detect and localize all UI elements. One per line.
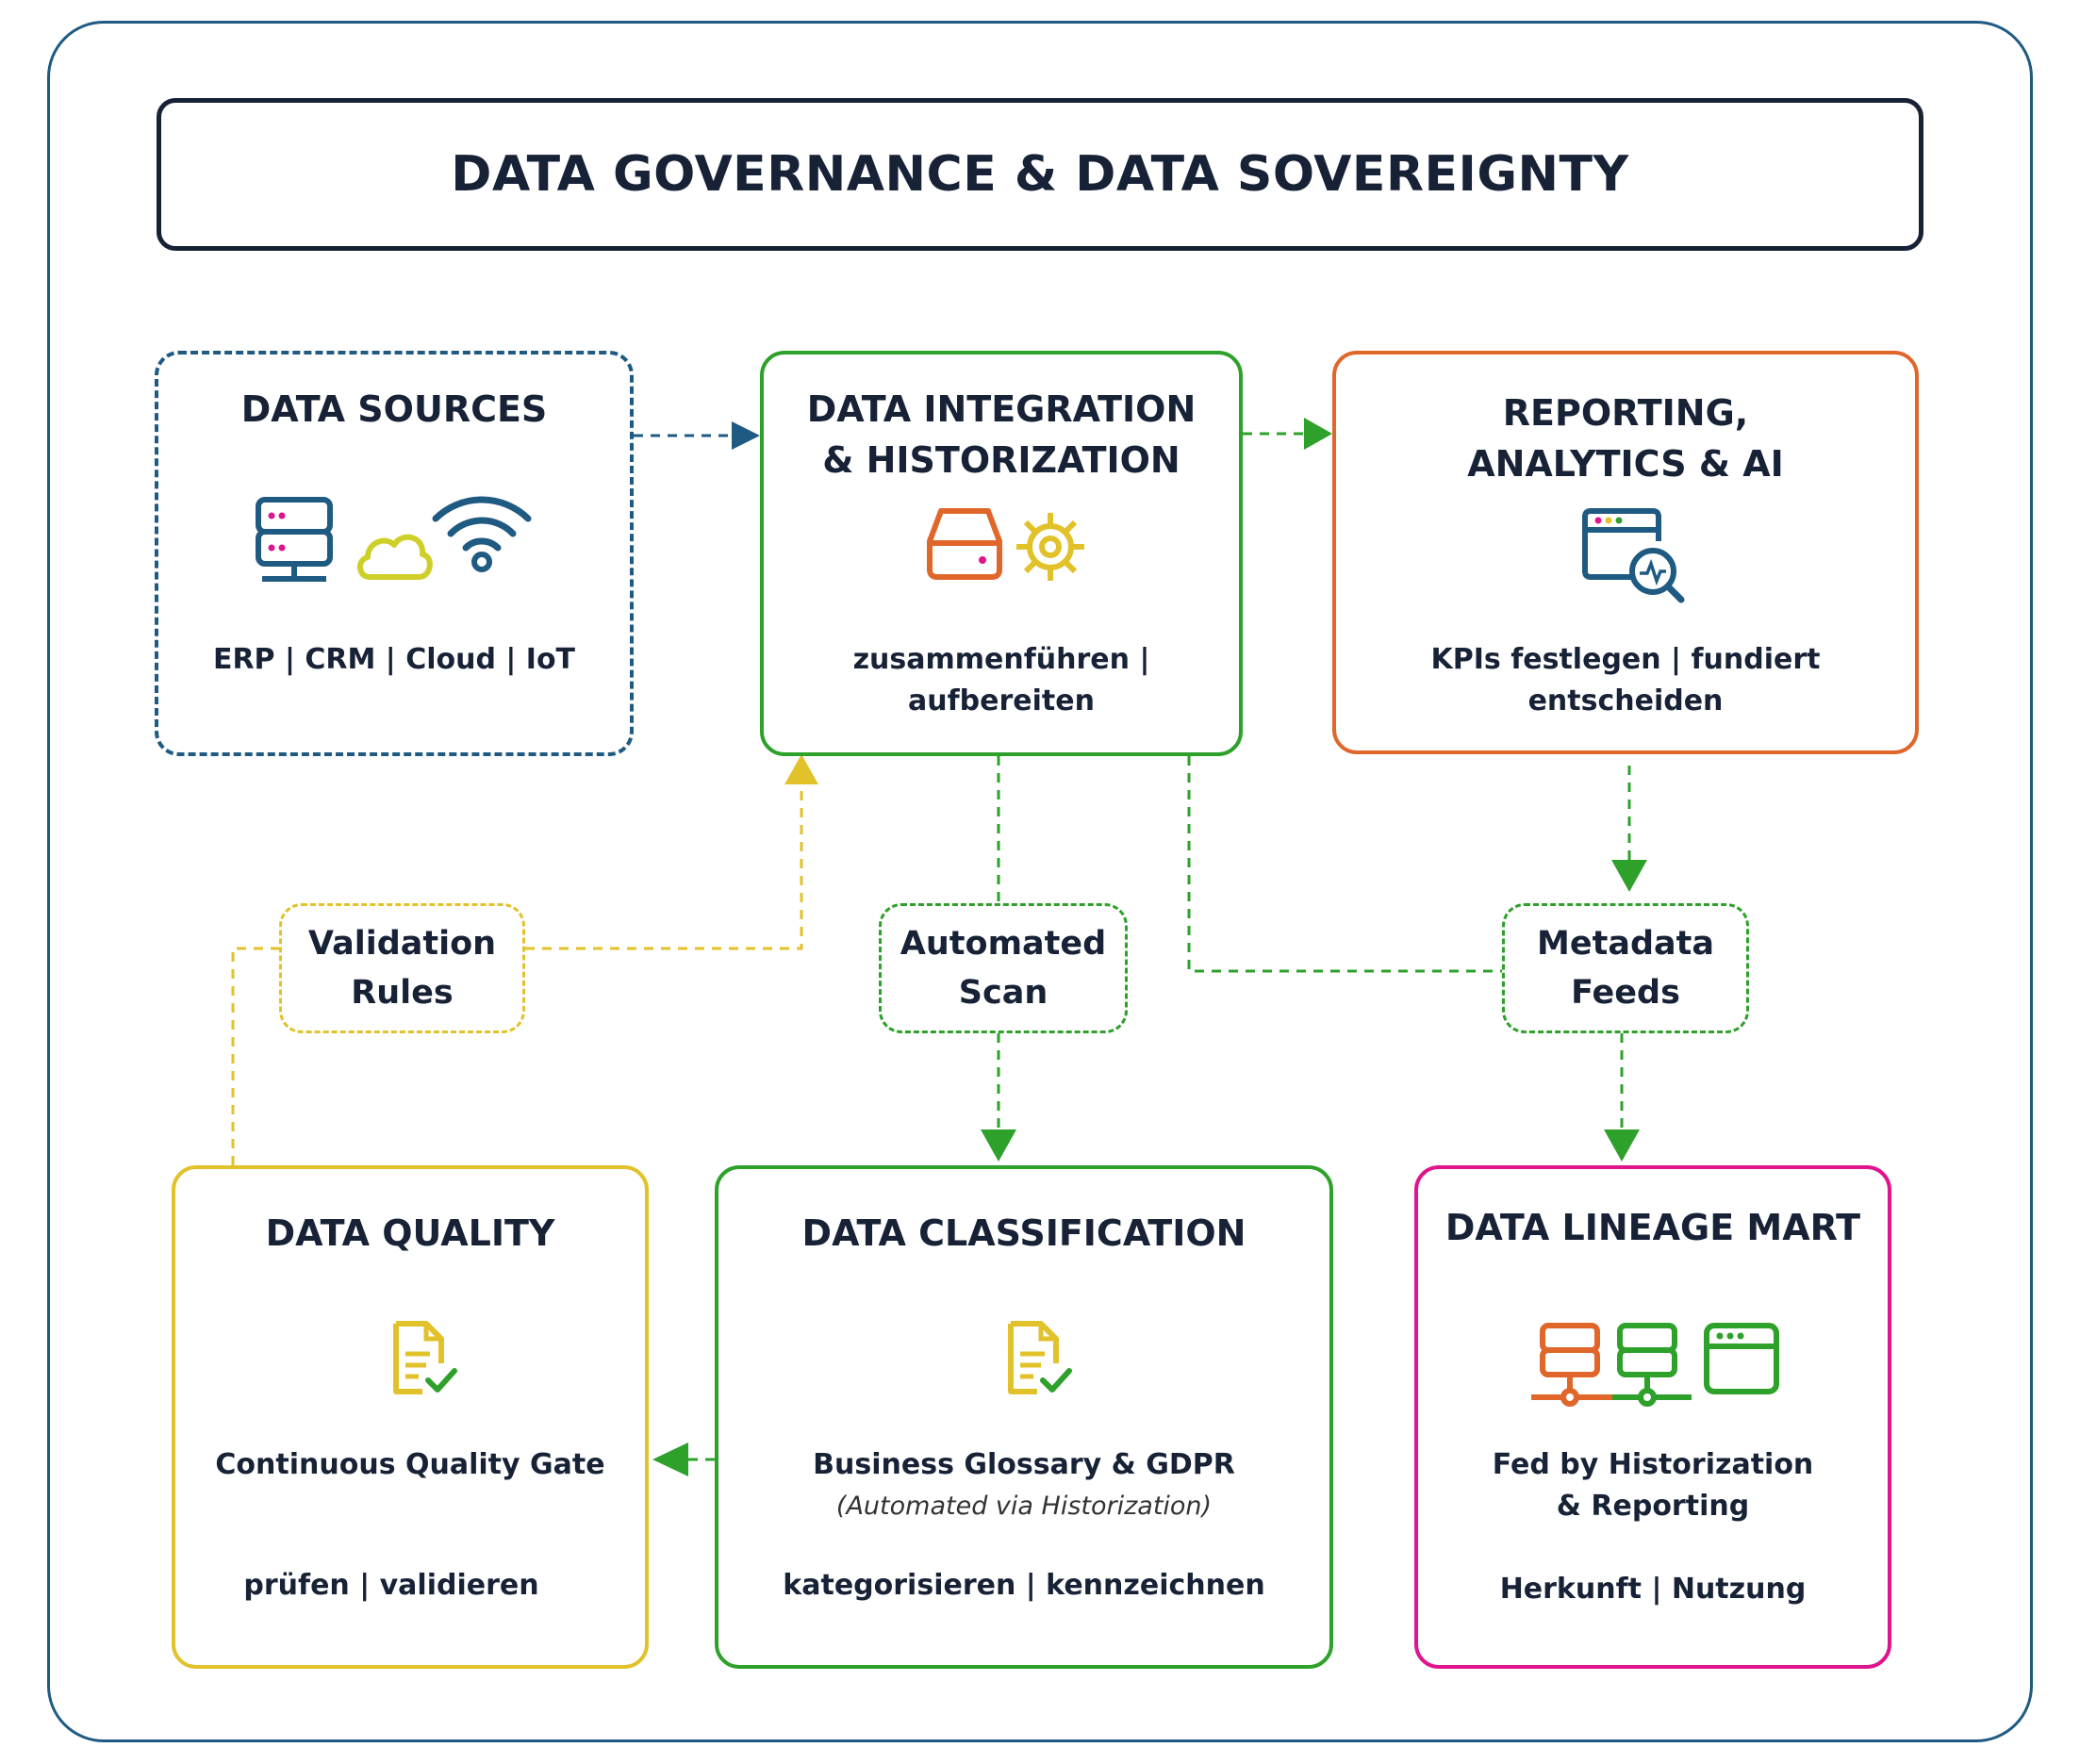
- arrowhead-reporting: [1304, 418, 1332, 450]
- line-quality-to-validation: [231, 947, 279, 1165]
- data-quality-heading: DATA QUALITY: [265, 1212, 555, 1254]
- metadata-feeds-tag: Metadata Feeds: [1502, 903, 1749, 1033]
- reporting-text: KPIs festlegen | fundiert entscheiden: [1430, 643, 1821, 717]
- automated-scan-line1: Automated: [900, 925, 1107, 963]
- gear-icon: [1016, 513, 1084, 581]
- integration-text-line2: aufbereiten: [908, 684, 1095, 717]
- data-lineage-text1: Fed by Historization: [1492, 1448, 1814, 1481]
- metadata-feeds-line2: Feeds: [1571, 974, 1680, 1012]
- network-server-icon: [1531, 1323, 1692, 1407]
- data-quality-text1: Continuous Quality Gate: [215, 1448, 605, 1481]
- integration-heading-line1: DATA INTEGRATION: [806, 388, 1197, 430]
- metadata-feeds-line1: Metadata: [1537, 925, 1714, 963]
- data-classification-text1: Business Glossary & GDPR: [813, 1448, 1235, 1481]
- arrowhead-lineage: [1604, 1129, 1640, 1162]
- browser-window-icon: [1704, 1323, 1779, 1394]
- storage-drive-icon: [927, 508, 1002, 580]
- data-lineage-heading: DATA LINEAGE MART: [1444, 1207, 1861, 1248]
- integration-text-line1: zusammenführen |: [852, 643, 1150, 676]
- arrow-validation-to-integration: [525, 783, 803, 950]
- validation-rules-line1: Validation: [307, 925, 497, 963]
- data-lineage-text3: Herkunft | Nutzung: [1499, 1573, 1807, 1606]
- automated-scan-tag: Automated Scan: [879, 903, 1128, 1033]
- line-integration-to-metadata: [1187, 756, 1502, 973]
- page-title: DATA GOVERNANCE & DATA SOVEREIGNTY: [451, 146, 1629, 203]
- checked-document-icon: [393, 1321, 457, 1394]
- arrowhead-integration: [732, 421, 760, 450]
- wifi-icon: [432, 496, 532, 572]
- arrowhead-classification: [981, 1129, 1016, 1162]
- integration-heading-line2: & HISTORIZATION: [822, 439, 1180, 481]
- data-lineage-box: DATA LINEAGE MART Fed by Historization &…: [1414, 1165, 1891, 1669]
- automated-scan-line2: Scan: [958, 974, 1048, 1012]
- title-banner: DATA GOVERNANCE & DATA SOVEREIGNTY: [157, 98, 1923, 251]
- server-icon: [256, 497, 333, 582]
- data-quality-text2: prüfen | validieren: [243, 1569, 539, 1602]
- data-sources-box: DATA SOURCES ERP | CRM | Cloud | IoT: [155, 351, 634, 756]
- reporting-box: REPORTING, ANALYTICS & AI KPIs festlegen…: [1332, 351, 1919, 754]
- arrowhead-integration-up: [784, 754, 818, 784]
- arrowhead-quality: [652, 1443, 688, 1476]
- reporting-heading-line1: REPORTING,: [1502, 392, 1749, 434]
- checked-document-icon: [1008, 1321, 1072, 1394]
- data-classification-box: DATA CLASSIFICATION Business Glossary & …: [715, 1165, 1333, 1669]
- data-classification-heading: DATA CLASSIFICATION: [801, 1212, 1246, 1254]
- integration-box: DATA INTEGRATION & HISTORIZATION zusamme…: [760, 351, 1243, 756]
- validation-rules-line2: Rules: [351, 974, 454, 1012]
- data-sources-heading: DATA SOURCES: [240, 388, 548, 430]
- outer-frame: [47, 21, 2033, 1742]
- analytics-window-icon: [1582, 508, 1685, 603]
- data-classification-text2: kategorisieren | kennzeichnen: [783, 1569, 1265, 1602]
- reporting-heading-line2: ANALYTICS & AI: [1467, 443, 1784, 485]
- arrowhead-metadata: [1611, 860, 1647, 892]
- data-lineage-text2: & Reporting: [1556, 1490, 1750, 1523]
- validation-rules-tag: Validation Rules: [279, 903, 525, 1033]
- data-sources-items: ERP | CRM | Cloud | IoT: [212, 643, 576, 676]
- data-classification-note: (Automated via Historization): [835, 1492, 1213, 1521]
- data-quality-box: DATA QUALITY Continuous Quality Gate prü…: [172, 1165, 649, 1669]
- cloud-icon: [357, 534, 433, 580]
